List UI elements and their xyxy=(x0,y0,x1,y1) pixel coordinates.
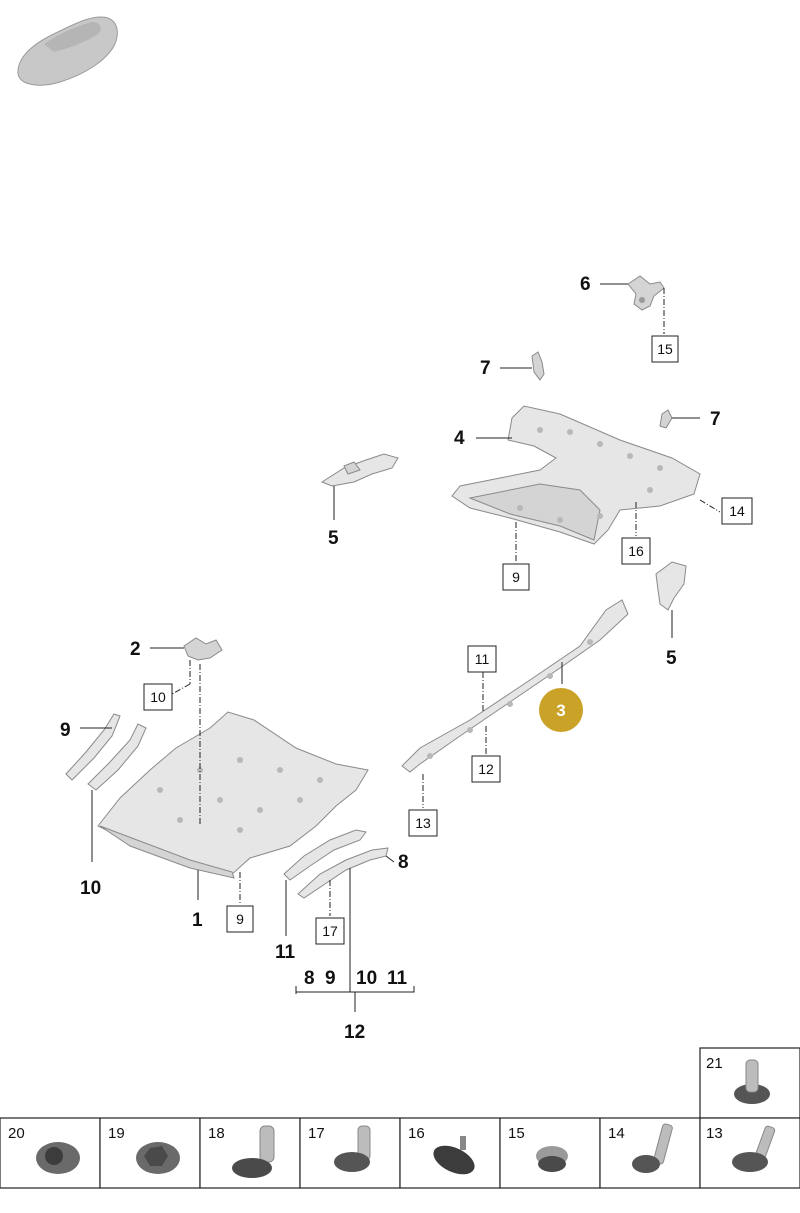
screw-grommet-icon xyxy=(536,1146,568,1172)
group-12-members: 8 9 10 11 xyxy=(304,968,408,989)
callout-10[interactable]: 10 xyxy=(80,878,101,899)
ref-box-16-label: 16 xyxy=(628,543,644,559)
highlight-marker[interactable] xyxy=(539,688,583,732)
callout-12[interactable]: 12 xyxy=(344,1022,365,1043)
fastener-cell-20[interactable]: 20 xyxy=(0,1117,101,1189)
ref-box-9-top-label: 9 xyxy=(512,569,520,585)
callout-2[interactable]: 2 xyxy=(130,639,141,660)
fastener-cell-15[interactable]: 15 xyxy=(499,1117,601,1189)
fastener-16-label: 16 xyxy=(408,1125,425,1142)
ref-box-14-label: 14 xyxy=(729,503,745,519)
highlight-label: 3 xyxy=(556,701,565,720)
group-12-member-10[interactable]: 10 xyxy=(356,968,377,989)
push-rivet-icon xyxy=(734,1059,770,1104)
expansion-clip-icon xyxy=(232,1125,275,1178)
fastener-21-label: 21 xyxy=(706,1055,723,1072)
leader-8 xyxy=(385,855,395,863)
ref-box-12-label: 12 xyxy=(478,761,494,777)
bolt-icon xyxy=(632,1123,673,1173)
fastener-19-label: 19 xyxy=(108,1125,125,1142)
callout-9[interactable]: 9 xyxy=(60,720,71,741)
group-12-bracket xyxy=(295,986,415,994)
part-7-clip-right[interactable] xyxy=(659,409,673,429)
callout-7-right[interactable]: 7 xyxy=(710,409,721,430)
ref-box-17[interactable] xyxy=(315,917,345,945)
ref-box-12[interactable] xyxy=(471,755,501,783)
ref-box-10[interactable] xyxy=(143,683,173,711)
part-11-seal-strip[interactable] xyxy=(283,829,367,881)
part-5-bracket-right[interactable] xyxy=(655,561,687,611)
clip-disc-icon xyxy=(433,1136,475,1175)
ref-box-11-label: 11 xyxy=(475,651,490,667)
part-6-bracket[interactable] xyxy=(627,275,665,311)
part-2-bracket[interactable] xyxy=(183,637,223,661)
car-thumbnail-icon xyxy=(17,16,118,86)
fastener-17-label: 17 xyxy=(308,1125,325,1142)
part-7-clip-upper[interactable] xyxy=(531,351,545,381)
ref-line-14 xyxy=(699,499,721,513)
part-10-seal-strip[interactable] xyxy=(87,723,147,791)
ref-box-15-label: 15 xyxy=(657,341,673,357)
ref-box-15[interactable] xyxy=(651,335,679,363)
ref-box-9-top[interactable] xyxy=(502,563,530,591)
part-5-bracket-left[interactable] xyxy=(320,453,399,487)
callout-5-right[interactable]: 5 xyxy=(666,648,677,669)
group-12-member-11[interactable]: 11 xyxy=(387,968,408,989)
fastener-cell-16[interactable]: 16 xyxy=(399,1117,501,1189)
ref-box-9-bottom-label: 9 xyxy=(236,911,244,927)
callout-4[interactable]: 4 xyxy=(454,428,465,449)
ref-box-13[interactable] xyxy=(408,809,438,837)
ref-box-17-label: 17 xyxy=(322,923,338,939)
group-12-member-9[interactable]: 9 xyxy=(325,968,336,989)
fastener-cell-21[interactable]: 21 xyxy=(699,1047,800,1119)
ref-box-14[interactable] xyxy=(721,497,753,525)
part-1-front-underbody-panel[interactable] xyxy=(97,711,369,879)
fastener-20-label: 20 xyxy=(8,1125,25,1142)
ref-box-13-label: 13 xyxy=(415,815,431,831)
fastener-cell-17[interactable]: 17 xyxy=(299,1117,401,1189)
ref-box-10-label: 10 xyxy=(150,689,166,705)
fastener-14-label: 14 xyxy=(608,1125,625,1142)
ref-box-16[interactable] xyxy=(621,537,651,565)
fastener-18-label: 18 xyxy=(208,1125,225,1142)
ref-box-9-bottom[interactable] xyxy=(226,905,254,933)
part-9-seal-strip[interactable] xyxy=(65,713,121,781)
fastener-cell-14[interactable]: 14 xyxy=(599,1117,701,1189)
part-4-rear-underbody-panel[interactable] xyxy=(451,405,701,545)
group-12-member-8[interactable]: 8 xyxy=(304,968,315,989)
push-pin-icon xyxy=(334,1125,371,1172)
fastener-cell-18[interactable]: 18 xyxy=(199,1117,301,1189)
fastener-13-label: 13 xyxy=(706,1125,723,1142)
callout-6[interactable]: 6 xyxy=(580,274,591,295)
flange-nut-icon xyxy=(36,1142,80,1174)
callout-5-left[interactable]: 5 xyxy=(328,528,339,549)
callout-1[interactable]: 1 xyxy=(192,910,203,931)
flange-bolt-icon xyxy=(732,1125,776,1172)
callout-7-upper[interactable]: 7 xyxy=(480,358,491,379)
callout-8[interactable]: 8 xyxy=(398,852,409,873)
ref-box-11[interactable] xyxy=(467,645,497,673)
hex-nut-icon xyxy=(136,1142,180,1174)
ref-line-10b xyxy=(171,683,191,695)
fastener-cell-13[interactable]: 13 xyxy=(699,1117,800,1189)
fastener-15-label: 15 xyxy=(508,1125,525,1142)
fastener-cell-19[interactable]: 19 xyxy=(99,1117,201,1189)
callout-11[interactable]: 11 xyxy=(275,942,296,963)
part-3-underbody-strip[interactable] xyxy=(401,599,629,773)
